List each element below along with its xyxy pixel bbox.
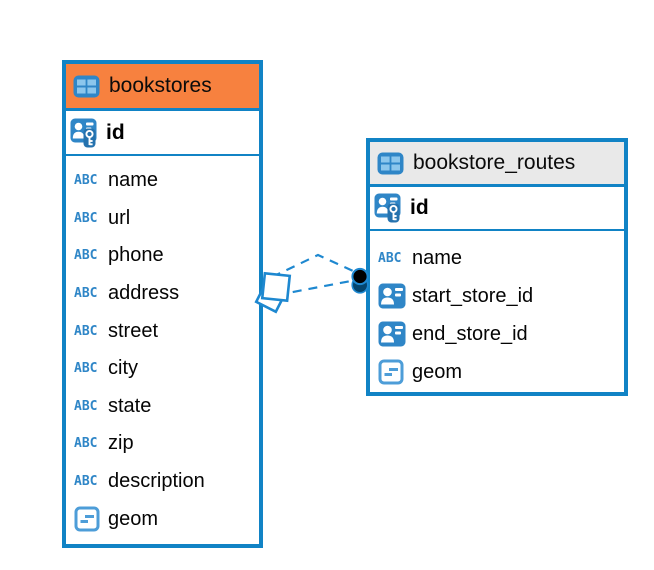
- text-icon: ABC: [74, 286, 98, 302]
- column-row-end-store-id[interactable]: end_store_id: [370, 315, 624, 353]
- column-name: geom: [108, 507, 159, 530]
- column-name: street: [108, 319, 159, 342]
- column-row-name[interactable]: ABC name: [66, 162, 259, 200]
- column-row-city[interactable]: ABC city: [66, 350, 259, 388]
- text-icon: ABC: [74, 323, 98, 339]
- column-row-geom[interactable]: geom: [370, 353, 624, 391]
- column-name: start_store_id: [412, 284, 534, 307]
- column-name: id: [106, 120, 125, 144]
- table-header-bookstores[interactable]: bookstores: [66, 64, 259, 111]
- column-name: description: [108, 470, 205, 493]
- column-name: url: [108, 206, 131, 229]
- text-icon: ABC: [74, 436, 98, 452]
- table-icon: [73, 75, 100, 98]
- column-row-phone[interactable]: ABC phone: [66, 237, 259, 275]
- foreign-key-icon: [378, 321, 412, 347]
- text-icon: ABC: [74, 210, 98, 226]
- foreign-key-icon: [378, 283, 412, 309]
- column-row-geom[interactable]: geom: [66, 500, 259, 538]
- column-name: address: [108, 282, 180, 305]
- table-icon: [377, 152, 404, 175]
- geometry-icon: [74, 506, 108, 532]
- column-row-id[interactable]: id: [370, 187, 624, 231]
- column-row-name[interactable]: ABC name: [370, 239, 624, 277]
- column-name: state: [108, 394, 152, 417]
- entity-table-bookstores[interactable]: bookstores id ABC name ABC url ABC phone…: [62, 60, 263, 548]
- relationship-line-start-store-id[interactable]: [271, 253, 354, 278]
- relationship-endpoint-diamond-front: [260, 271, 292, 303]
- text-icon: ABC: [74, 474, 98, 490]
- column-name: id: [410, 196, 429, 219]
- column-row-address[interactable]: ABC address: [66, 275, 259, 313]
- text-icon: ABC: [74, 173, 98, 189]
- text-icon: ABC: [378, 250, 402, 266]
- text-icon: ABC: [74, 361, 98, 377]
- entity-table-bookstore-routes[interactable]: bookstore_routes id ABC name start_store…: [366, 138, 628, 396]
- column-name: geom: [412, 360, 463, 383]
- column-row-id[interactable]: id: [66, 111, 259, 156]
- column-name: phone: [108, 244, 164, 267]
- column-name: name: [412, 246, 463, 269]
- primary-key-icon: [70, 118, 100, 148]
- column-row-description[interactable]: ABC description: [66, 463, 259, 501]
- column-name: city: [108, 357, 138, 380]
- column-row-start-store-id[interactable]: start_store_id: [370, 277, 624, 315]
- column-row-url[interactable]: ABC url: [66, 200, 259, 238]
- column-name: end_store_id: [412, 322, 528, 345]
- relationship-line-end-store-id[interactable]: [276, 279, 352, 297]
- text-icon: ABC: [74, 398, 98, 414]
- table-title: bookstore_routes: [413, 151, 576, 174]
- column-name: zip: [108, 432, 134, 455]
- column-row-zip[interactable]: ABC zip: [66, 425, 259, 463]
- table-header-bookstore-routes[interactable]: bookstore_routes: [370, 142, 624, 187]
- primary-key-icon: [374, 193, 404, 223]
- column-name: name: [108, 169, 159, 192]
- text-icon: ABC: [74, 248, 98, 264]
- column-row-street[interactable]: ABC street: [66, 312, 259, 350]
- geometry-icon: [378, 359, 412, 385]
- table-title: bookstores: [109, 74, 212, 97]
- column-row-state[interactable]: ABC state: [66, 388, 259, 426]
